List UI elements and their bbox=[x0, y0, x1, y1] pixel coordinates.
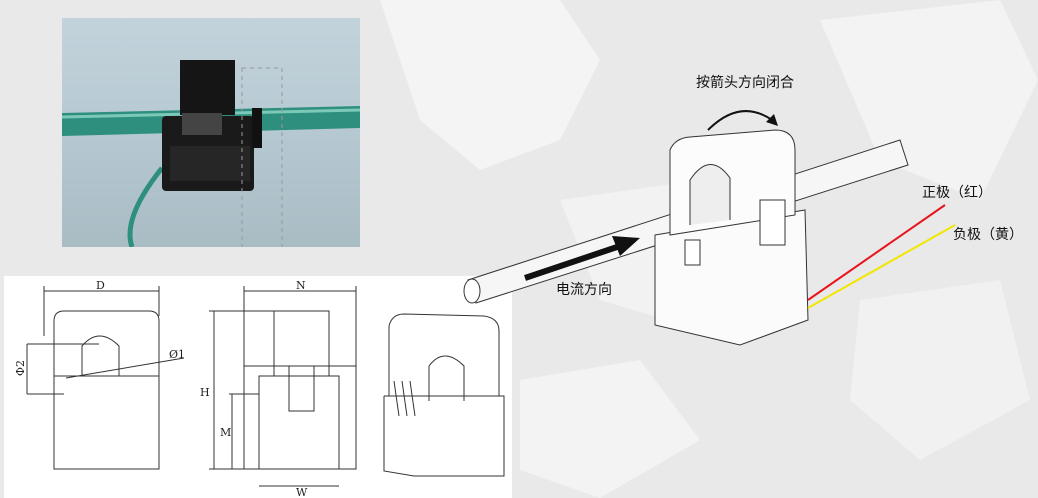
current-direction-label: 电流方向 bbox=[556, 282, 612, 298]
dim-D: D bbox=[96, 279, 105, 292]
dimension-drawings-panel: D Φ2 Ø1 N H M W bbox=[4, 276, 512, 498]
dim-M: M bbox=[220, 426, 231, 439]
dim-phi1: Ø1 bbox=[169, 348, 185, 361]
close-direction-label: 按箭头方向闭合 bbox=[696, 75, 794, 91]
dim-N: N bbox=[296, 279, 306, 292]
cable-end bbox=[463, 278, 481, 304]
dim-H: H bbox=[200, 386, 210, 399]
current-arrow bbox=[612, 236, 640, 256]
negative-wire bbox=[807, 224, 956, 309]
positive-wire bbox=[807, 204, 946, 301]
negative-wire-label: 负极（黄） bbox=[953, 227, 1023, 243]
dim-W: W bbox=[296, 486, 308, 498]
dim-phi2: Φ2 bbox=[14, 360, 27, 376]
positive-wire-label: 正极（红） bbox=[922, 185, 992, 201]
product-photo bbox=[62, 18, 360, 247]
close-direction-arrow bbox=[707, 110, 773, 131]
dimension-drawing: D Φ2 Ø1 N H M W bbox=[14, 279, 505, 498]
